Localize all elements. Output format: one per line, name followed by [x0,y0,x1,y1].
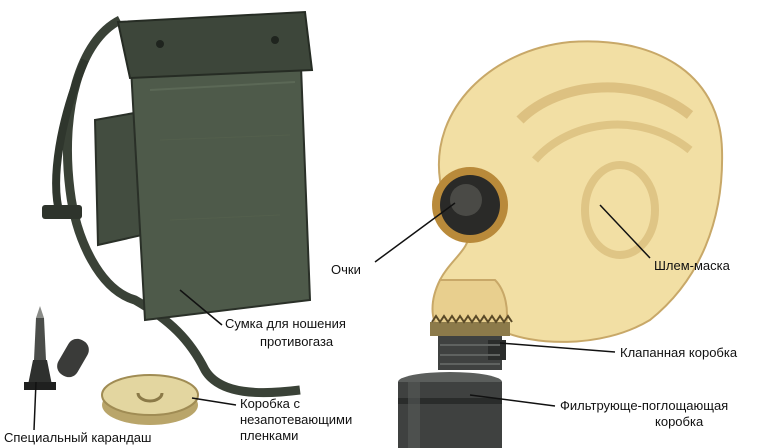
label-film-box-line2: незапотевающими [240,412,352,427]
bag-flap [118,12,312,78]
label-filter-line2: коробка [655,414,703,429]
bag-button-icon [156,40,164,48]
label-film-box-line3: пленками [240,428,298,443]
filter-canister [398,372,502,448]
valve-box [430,316,512,370]
label-filter-line1: Фильтрующе-поглощающая [560,398,728,413]
special-pencil [24,306,56,390]
label-helmet-mask: Шлем-маска [654,258,730,273]
gas-mask [398,41,722,448]
bag-button-icon [271,36,279,44]
label-bag-line2: противогаза [260,334,333,349]
eyepiece [432,167,508,243]
label-valve-box: Клапанная коробка [620,345,737,360]
label-pencil: Специальный карандаш [4,430,151,445]
leader-valve [500,343,615,352]
label-glasses: Очки [331,262,361,277]
leader-glasses [375,203,455,262]
label-bag-line1: Сумка для ношения [225,316,346,331]
label-film-box-line1: Коробка с [240,396,300,411]
strap-buckle [42,205,82,219]
pencil-cap [53,335,92,381]
leader-film-box [192,398,236,405]
antifog-film-box [102,375,198,425]
